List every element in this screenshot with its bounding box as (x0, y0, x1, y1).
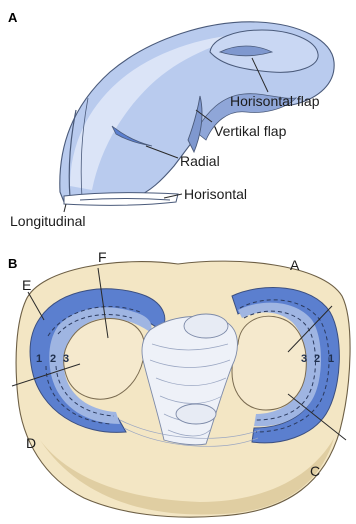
panel-a-letter: A (8, 10, 18, 25)
label-longitudinal: Longitudinal (10, 213, 86, 229)
zone-right-3: 3 (301, 353, 307, 365)
horizontal-tear-base (64, 193, 178, 206)
meniscus-tear-drawing (60, 22, 334, 205)
region-label-c: C (310, 463, 320, 479)
acl-stump (184, 314, 228, 338)
region-label-d: D (26, 435, 36, 451)
cartilage-right (232, 316, 306, 410)
label-vertical-flap: Vertikal flap (214, 123, 287, 139)
label-horizontal-flap: Horisontal flap (230, 93, 320, 109)
zone-left-1: 1 (36, 353, 42, 365)
label-radial: Radial (180, 153, 220, 169)
region-label-e: E (22, 277, 31, 293)
leader-longitudinal (64, 204, 66, 212)
panel-b-letter: B (8, 256, 17, 271)
zone-right-1: 1 (328, 353, 334, 365)
pcl-stump (176, 404, 216, 424)
region-label-f: F (98, 249, 107, 265)
zone-right-2: 2 (314, 353, 320, 365)
zone-left-2: 2 (50, 353, 56, 365)
label-horizontal: Horisontal (184, 186, 247, 202)
tibial-plateau-drawing (16, 261, 350, 517)
region-label-a: A (290, 257, 300, 273)
zone-left-3: 3 (63, 353, 69, 365)
